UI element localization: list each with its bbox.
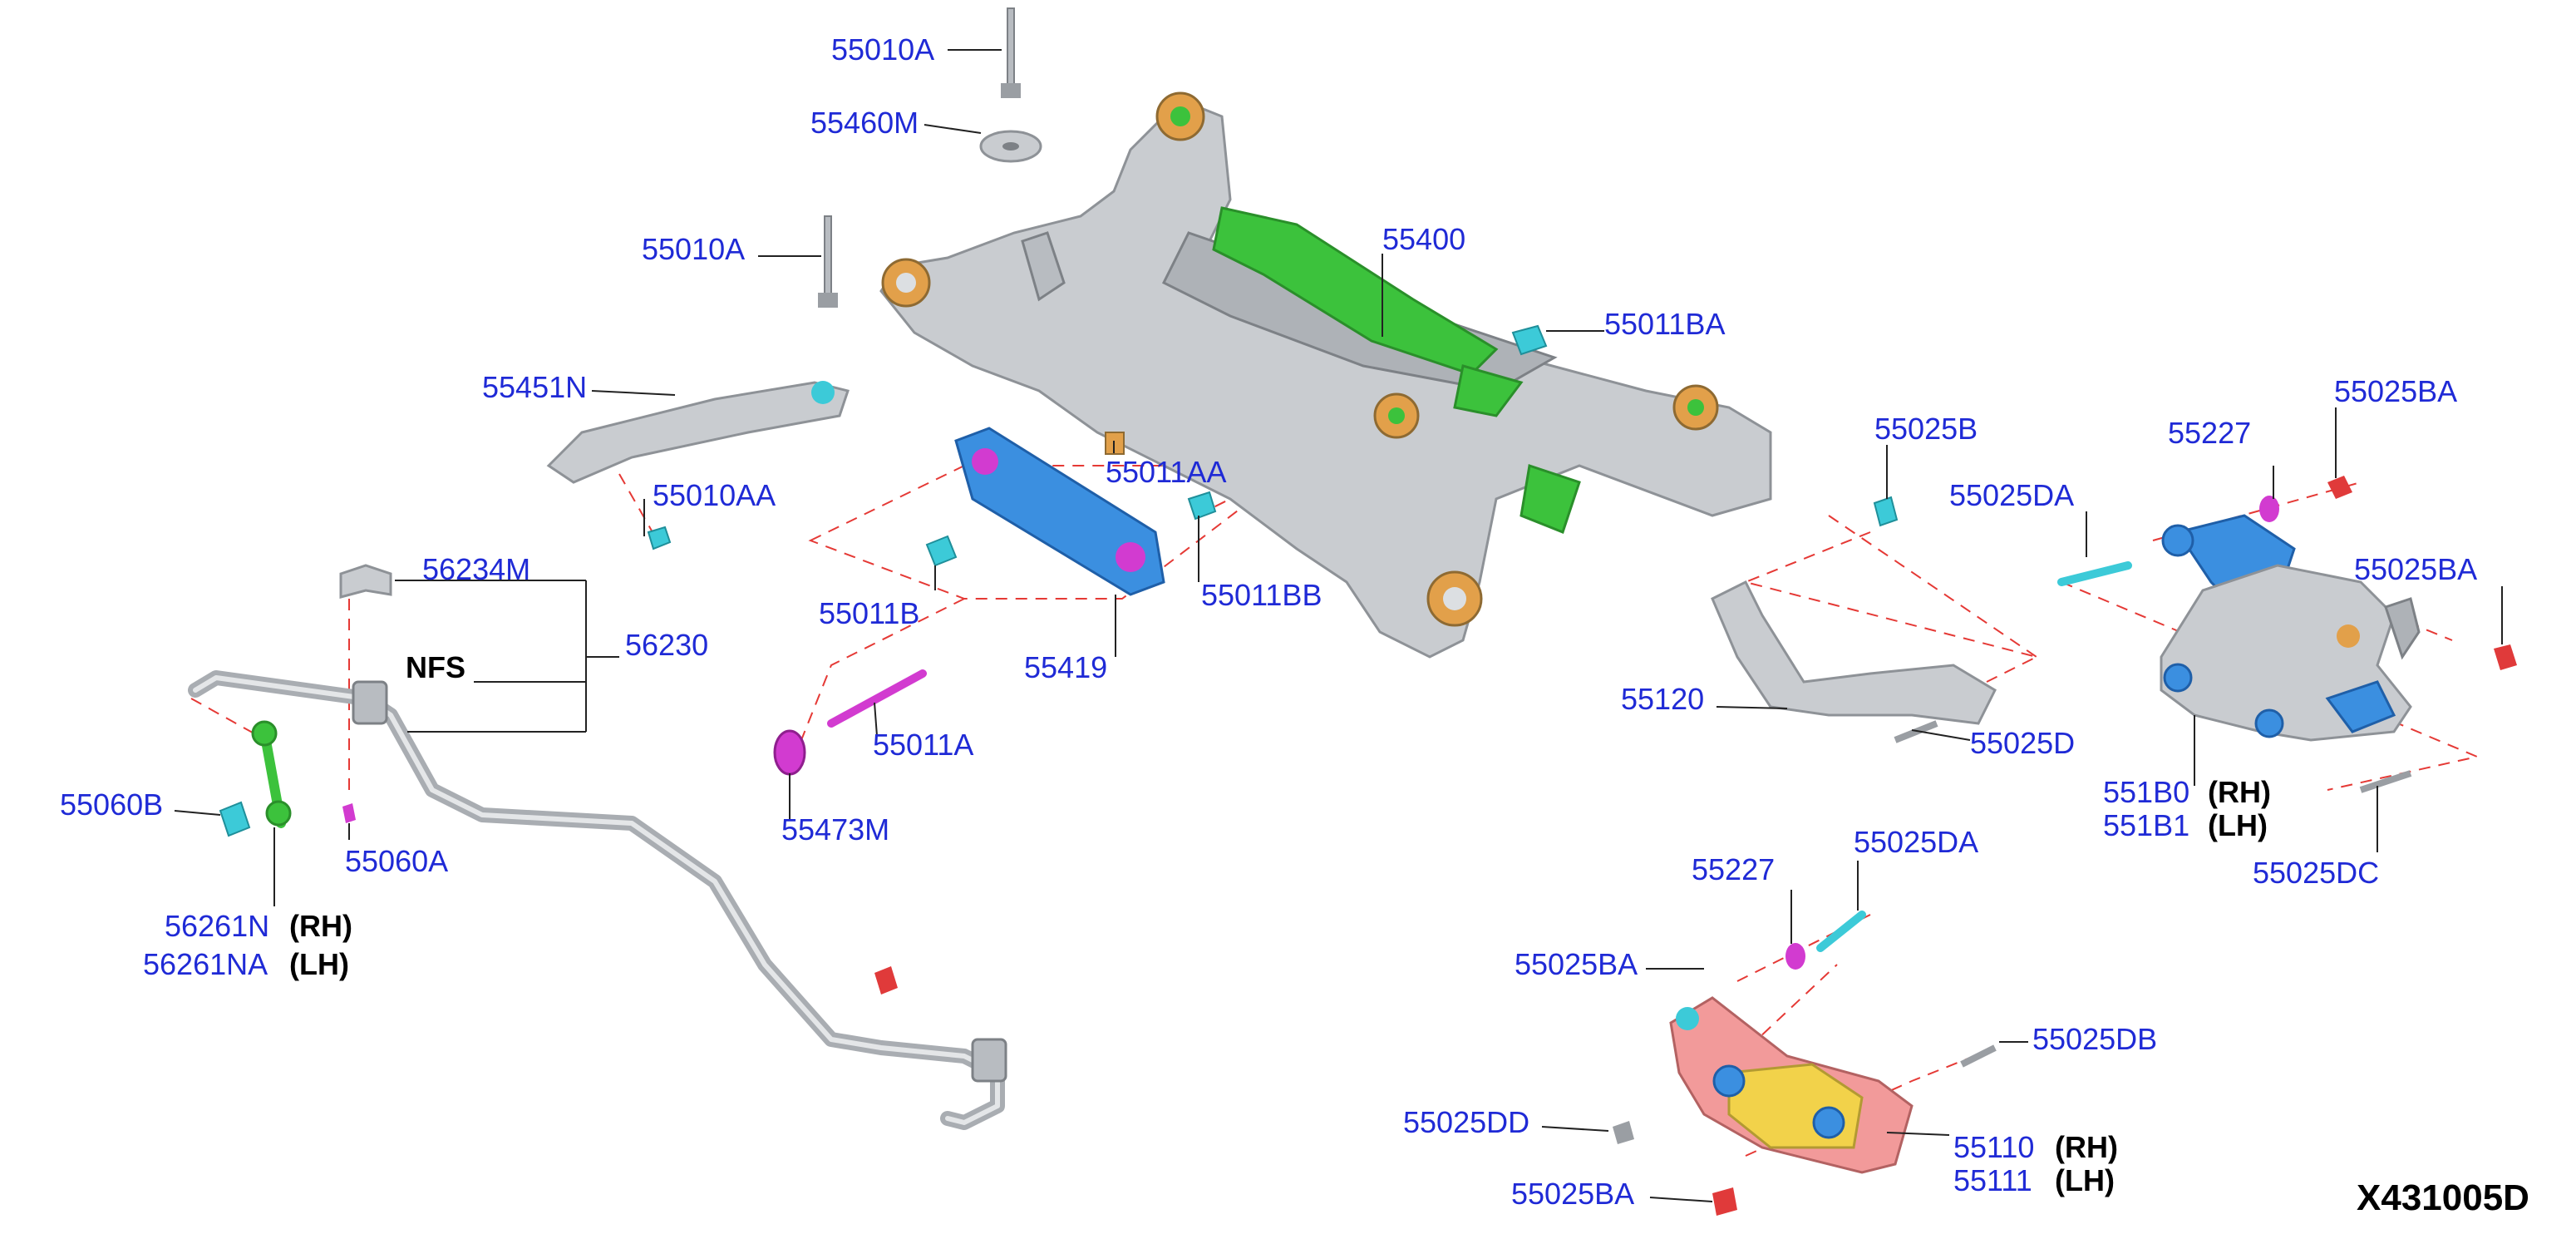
- label-55025DB: 55025DB: [2032, 1022, 2157, 1056]
- label-55011BA: 55011BA: [1604, 307, 1725, 341]
- bracket-55419: [954, 427, 1165, 596]
- label-55010A-mid: 55010A: [642, 232, 745, 266]
- label-55111: 55111: [1953, 1163, 2032, 1197]
- label-56234M: 56234M: [422, 552, 530, 586]
- bracket-55451N: [546, 381, 850, 484]
- label-55010AA: 55010AA: [653, 478, 776, 512]
- arm-55120: [1711, 580, 1997, 725]
- label-55025DA-bottom: 55025DA: [1854, 825, 1978, 859]
- knuckle-551B0: [2160, 514, 2421, 742]
- label-56230: 56230: [625, 628, 708, 662]
- fasteners: [219, 7, 2517, 1216]
- label-55025BA-bottom2: 55025BA: [1511, 1177, 1634, 1211]
- label-55060B: 55060B: [60, 787, 163, 822]
- tag-55110-rh: (RH): [2055, 1130, 2118, 1164]
- label-nfs: NFS: [406, 650, 465, 684]
- label-55227-right: 55227: [2168, 416, 2251, 450]
- stabilizer-link-56261N: [251, 720, 292, 828]
- label-55025BA-right: 55025BA: [2354, 552, 2477, 586]
- label-551B1: 551B1: [2103, 808, 2189, 842]
- label-55227-bottom: 55227: [1692, 852, 1775, 886]
- label-55473M: 55473M: [781, 812, 889, 847]
- label-56261N: 56261N: [165, 909, 269, 943]
- label-55025DC: 55025DC: [2253, 856, 2379, 890]
- stabilizer-bar-56230: [188, 564, 1007, 1130]
- subframe-55400: [879, 91, 1772, 659]
- tag-55111-lh: (LH): [2055, 1163, 2115, 1197]
- label-55025D: 55025D: [1970, 726, 2075, 760]
- label-55011A: 55011A: [873, 728, 973, 762]
- tag-551B0-rh: (RH): [2208, 775, 2271, 809]
- tag-56261N-rh: (RH): [289, 909, 352, 943]
- label-55025BA-bottom1: 55025BA: [1515, 947, 1638, 981]
- label-55400: 55400: [1382, 222, 1465, 256]
- tag-551B1-lh: (LH): [2208, 808, 2268, 842]
- label-55120: 55120: [1621, 682, 1704, 716]
- drawing-code: X431005D: [2357, 1177, 2529, 1218]
- label-55060A: 55060A: [345, 844, 448, 878]
- label-55011BB: 55011BB: [1201, 578, 1322, 612]
- label-55419: 55419: [1024, 650, 1107, 684]
- link-55110: [1669, 996, 1914, 1174]
- label-551B0: 551B0: [2103, 775, 2189, 809]
- label-55011AA: 55011AA: [1106, 455, 1226, 489]
- label-55010A-top: 55010A: [831, 32, 934, 67]
- label-55110: 55110: [1953, 1130, 2034, 1164]
- label-55460M: 55460M: [810, 106, 919, 140]
- label-56261NA: 56261NA: [143, 947, 268, 981]
- label-55025DA-right: 55025DA: [1949, 478, 2074, 512]
- label-55451N: 55451N: [482, 370, 587, 404]
- label-55025B: 55025B: [1874, 412, 1978, 446]
- label-55025BA-topright: 55025BA: [2334, 374, 2457, 408]
- leader-lines: [174, 49, 2503, 1202]
- label-55025DD: 55025DD: [1403, 1105, 1529, 1139]
- tag-56261NA-lh: (LH): [289, 947, 349, 981]
- callout-labels: 55010A 55460M 55010A 55400 55011BA 55451…: [60, 32, 2477, 1211]
- label-55011B: 55011B: [819, 596, 919, 630]
